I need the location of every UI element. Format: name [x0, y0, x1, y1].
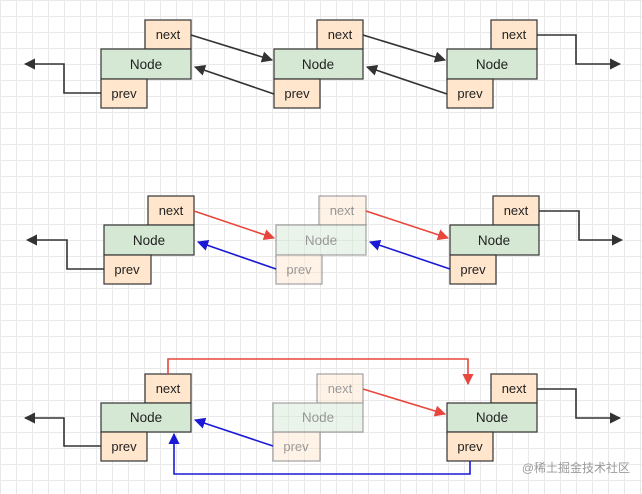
row-remove-middle-node: next Node prev next Node prev next Node …: [25, 195, 624, 285]
node-b-prev-label: prev: [283, 439, 309, 454]
node-a-next-box: [147, 195, 195, 226]
node-b-node-label: Node: [302, 410, 334, 425]
node-b-prev-box: [272, 431, 321, 462]
node-b-next-label: next: [328, 27, 353, 42]
node-b-next-box: [318, 195, 367, 226]
node-c-prev-label: prev: [460, 262, 486, 277]
b-next-arrow: [362, 34, 447, 63]
node-a-next-label: next: [159, 203, 184, 218]
null-prev-arrow: [23, 412, 101, 447]
node-c-next-box: [492, 195, 540, 226]
c-prev-bypass-arrow: [168, 432, 471, 475]
node-a-next-label: next: [156, 27, 181, 42]
a-next-arrow: [190, 34, 274, 63]
node-a-next-box: [144, 19, 192, 50]
watermark-text: @稀土掘金技术社区: [521, 461, 630, 475]
node-c-next-label: next: [504, 203, 529, 218]
node-c-next-label: next: [502, 27, 527, 42]
a-next-to-b-arrow: [193, 210, 276, 241]
c-prev-to-b-arrow: [368, 239, 451, 270]
b-next-to-c-arrow: [362, 388, 447, 417]
node-c-prev-box: [446, 431, 494, 462]
null-next-arrow: [539, 210, 624, 246]
node-c: next Node prev: [446, 373, 538, 462]
node-b-node-box: [275, 224, 367, 256]
node-c-node-box: [446, 402, 538, 433]
node-c-node-label: Node: [476, 410, 508, 425]
node-c: next Node prev: [446, 19, 538, 109]
node-c-prev-label: prev: [457, 439, 483, 454]
null-next-arrow: [537, 34, 622, 70]
node-b-node-label: Node: [302, 57, 334, 72]
node-b-next-box: [316, 19, 364, 50]
node-c-next-label: next: [502, 381, 527, 396]
node-b-prev-label: prev: [284, 86, 310, 101]
node-b: next Node prev: [273, 19, 364, 109]
node-a-node-box: [103, 224, 195, 256]
node-a-prev-label: prev: [114, 262, 140, 277]
node-a-node-label: Node: [130, 57, 162, 72]
c-prev-arrow: [365, 64, 448, 95]
row-original-list: next Node prev next Node prev next Node …: [23, 19, 622, 109]
node-c-node-label: Node: [476, 57, 508, 72]
b-next-to-c-arrow: [365, 210, 450, 241]
node-a-next-box: [144, 373, 192, 404]
null-next-arrow: [537, 388, 622, 424]
node-a-prev-label: prev: [111, 86, 137, 101]
node-c-prev-label: prev: [457, 86, 483, 101]
node-a-node-box: [100, 48, 192, 80]
node-b-next-box: [316, 373, 364, 404]
node-a-node-label: Node: [130, 410, 162, 425]
b-prev-arrow: [193, 64, 275, 95]
node-a-node-box: [100, 402, 192, 433]
node-b-next-label: next: [330, 203, 355, 218]
null-prev-arrow: [25, 234, 104, 270]
node-a-prev-box: [103, 254, 152, 285]
node-c-node-box: [449, 224, 540, 256]
node-a-node-label: Node: [133, 233, 165, 248]
node-b-removed: next Node prev: [272, 373, 364, 462]
node-a: next Node prev: [100, 373, 192, 462]
node-b-prev-label: prev: [286, 262, 312, 277]
node-b-node-box: [272, 402, 364, 433]
node-c-node-box: [446, 48, 538, 80]
null-prev-arrow: [23, 58, 101, 94]
node-a: next Node prev: [103, 195, 195, 285]
node-b-node-label: Node: [305, 233, 337, 248]
node-a-prev-box: [100, 78, 148, 109]
node-a: next Node prev: [100, 19, 192, 109]
node-c-prev-box: [449, 254, 497, 285]
node-b-prev-box: [275, 254, 323, 285]
node-b-removed: next Node prev: [275, 195, 367, 285]
node-a-prev-label: prev: [111, 439, 137, 454]
b-prev-to-a-arrow: [196, 240, 277, 270]
node-b-next-label: next: [328, 381, 353, 396]
node-c-node-label: Node: [478, 233, 510, 248]
node-a-next-label: next: [156, 381, 181, 396]
node-c: next Node prev: [449, 195, 540, 285]
a-next-bypass-arrow: [167, 358, 474, 386]
row-bypass-middle-node: next Node prev next Node prev next Node …: [23, 358, 622, 475]
b-prev-to-a-arrow: [193, 417, 274, 447]
